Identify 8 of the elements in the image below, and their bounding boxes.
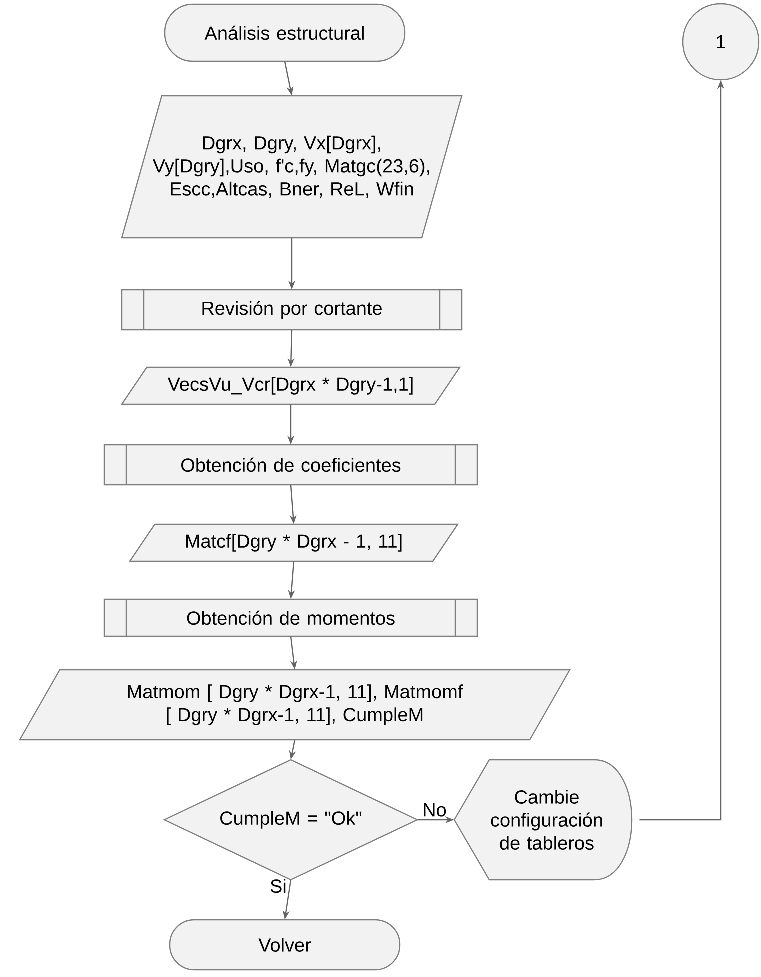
predefined-process-box: Obtención de coeficientes [104,444,478,486]
edge-label: Si [270,879,286,894]
terminator-box: Volver [169,919,401,971]
predefined-process-box: Obtención de momentos [104,598,478,638]
data-parallelogram: Dgrx, Dgry, Vx[Dgrx], Vy[Dgry],Uso, f'c,fy, Matgc(23,6), Escc,Altcas, Bner, ReL, Wfin [121,95,463,239]
edge-label: No [424,804,446,817]
predefined-process-box: Revisión por cortante [121,289,463,331]
terminator-box: Análisis estructural [164,4,406,62]
